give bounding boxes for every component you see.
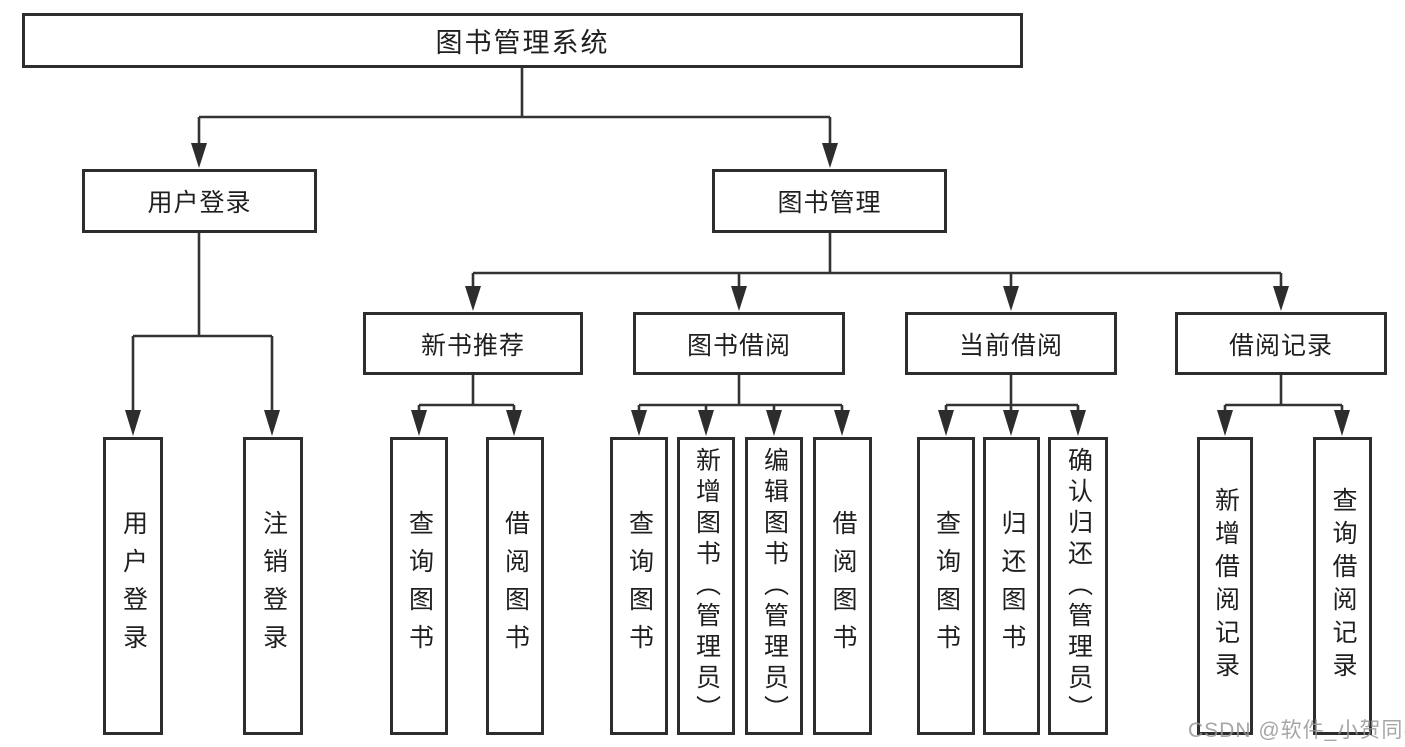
node-label: 图书借阅	[686, 331, 791, 360]
node-label: 借阅图书	[829, 510, 857, 662]
leaf-current-query-books: 查询图书	[917, 437, 975, 735]
tree-edges	[131, 68, 1344, 412]
node-user-login: 用户登录	[82, 169, 317, 233]
node-label: 查询图书	[405, 510, 434, 662]
node-label: 借阅记录	[1228, 331, 1333, 360]
node-label: 查询图书	[625, 510, 654, 662]
node-label: 新增借阅记录	[1211, 487, 1240, 685]
node-label: 编辑图书（管理员）	[760, 446, 789, 726]
node-label: 借阅图书	[501, 510, 530, 662]
node-library-system: 图书管理系统	[22, 13, 1023, 68]
node-label: 图书管理系统	[435, 28, 610, 58]
leaf-recommend-query-books: 查询图书	[390, 437, 448, 735]
leaf-recommend-borrow-books: 借阅图书	[486, 437, 544, 735]
leaf-current-confirm-return-admin: 确认归还（管理员）	[1048, 437, 1108, 735]
node-book-borrowing: 图书借阅	[633, 312, 845, 375]
node-book-management: 图书管理	[712, 169, 947, 233]
node-label: 查询图书	[932, 510, 961, 662]
leaf-borrowing-borrow-books: 借阅图书	[813, 437, 872, 735]
leaf-borrowing-query-books: 查询图书	[610, 437, 668, 735]
leaf-borrowing-add-books-admin: 新增图书（管理员）	[677, 437, 735, 735]
leaf-borrowing-edit-books-admin: 编辑图书（管理员）	[745, 437, 803, 735]
node-label: 注销登录	[259, 510, 288, 662]
leaf-records-add-record: 新增借阅记录	[1197, 437, 1253, 735]
node-current-borrowing: 当前借阅	[905, 312, 1117, 375]
node-label: 用户登录	[147, 189, 252, 217]
leaf-current-return-books: 归还图书	[983, 437, 1040, 735]
leaf-user-login: 用户登录	[103, 437, 163, 735]
leaf-records-query-record: 查询借阅记录	[1313, 437, 1372, 735]
node-label: 用户登录	[119, 510, 148, 662]
node-label: 归还图书	[998, 510, 1026, 662]
csdn-watermark: CSDN @软件_小贺同学	[1188, 719, 1405, 742]
node-label: 新书推荐	[420, 331, 525, 360]
node-label: 确认归还（管理员）	[1064, 446, 1093, 726]
node-label: 新增图书（管理员）	[692, 446, 721, 726]
arrowhead-icons	[125, 143, 1350, 436]
node-label: 当前借阅	[958, 331, 1063, 360]
node-borrowing-records: 借阅记录	[1175, 312, 1387, 375]
leaf-logout: 注销登录	[243, 437, 303, 735]
node-new-book-recommend: 新书推荐	[363, 312, 583, 375]
node-label: 查询借阅记录	[1329, 487, 1357, 685]
node-label: 图书管理	[777, 189, 882, 217]
